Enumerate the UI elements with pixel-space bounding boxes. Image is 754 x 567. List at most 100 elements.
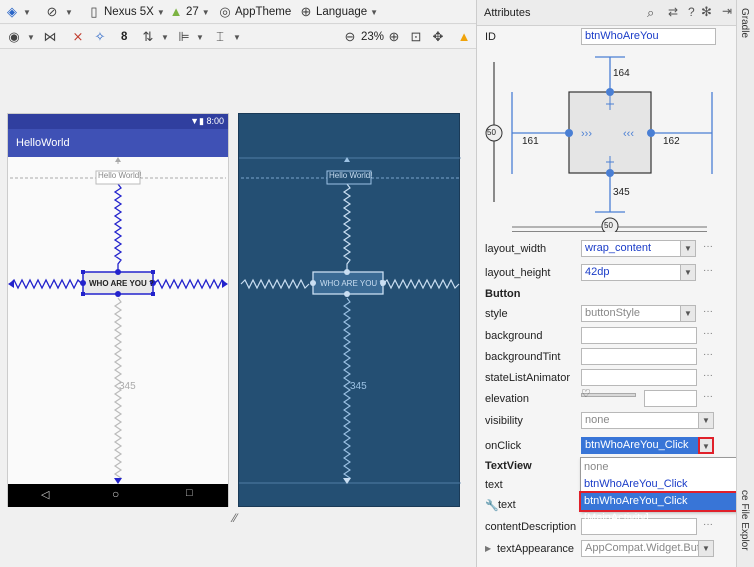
guidelines-caret[interactable]: ▼ [233, 33, 241, 42]
toggle-view-icon[interactable]: ⇄ [668, 5, 679, 19]
language-label: Language [316, 6, 368, 18]
design-toolbar-top: ◈ ▼ ⊘ ▼ ▯ Nexus 5X▼ ▲ 27▼ ◎ AppTheme ⊕ L… [0, 0, 476, 24]
backgroundtint-field[interactable] [581, 348, 697, 365]
id-field[interactable]: btnWhoAreYou [581, 28, 716, 45]
elevation-more[interactable]: ··· [703, 391, 713, 402]
horizontal-bias-value[interactable]: 50 [604, 221, 613, 230]
elevation-label: elevation [485, 393, 530, 405]
style-dropdown[interactable]: ▼ [680, 305, 696, 322]
back-icon: ◁ [41, 489, 50, 501]
margin-top-value[interactable]: 164 [613, 68, 630, 79]
margin-left-value[interactable]: 161 [522, 136, 539, 147]
layers-icon[interactable]: ◈ [7, 4, 17, 19]
visibility-label: visibility [485, 415, 523, 427]
expand-triangle-icon[interactable]: ▶ [485, 544, 492, 553]
background-more[interactable]: ··· [703, 328, 713, 339]
theme-icon: ◎ [219, 4, 231, 19]
margin-bottom-value[interactable]: 345 [613, 187, 630, 198]
elevation-field[interactable] [644, 390, 697, 407]
onclick-dropdown-list: none btnWhoAreYou_Click btnWhoAreYou_Cli… [579, 457, 753, 524]
autoconnect-icon[interactable]: ⋈ [43, 29, 57, 44]
device-file-explorer-tab[interactable]: ce File Explor [739, 490, 750, 551]
margin-right-value[interactable]: 162 [663, 136, 680, 147]
constraint-widget[interactable]: ››› ‹‹‹ [477, 52, 737, 232]
infer-constraints-icon[interactable]: ✧ [94, 29, 106, 44]
hello-world-text[interactable]: Hello World! [98, 171, 142, 180]
layers-dropdown-caret[interactable]: ▼ [23, 8, 31, 17]
statelistanimator-more[interactable]: ··· [703, 370, 713, 381]
onclick-option-handler-mainactivity[interactable]: btnWhoAreYou_Click [MainActivity] [579, 491, 753, 524]
device-label: Nexus 5X [104, 6, 154, 18]
clear-constraints-icon[interactable]: ⨯ [72, 29, 84, 44]
orientation-icon[interactable]: ⊘ [46, 4, 58, 19]
default-margin-value[interactable]: 8 [121, 31, 128, 43]
guidelines-icon[interactable]: ⌶ [216, 29, 224, 44]
zoom-in-icon[interactable]: ⊕ [388, 29, 400, 44]
layout-width-field[interactable]: wrap_content [581, 240, 681, 257]
contentdescription-field[interactable] [581, 518, 697, 535]
zoom-fit-icon[interactable]: ⊡ [410, 29, 422, 44]
visibility-dropdown[interactable]: ▼ [698, 412, 714, 429]
elevation-slider-thumb[interactable]: ♡ [581, 388, 591, 400]
statelistanimator-field[interactable] [581, 369, 697, 386]
warning-icon[interactable]: ▲ [457, 29, 471, 44]
background-field[interactable] [581, 327, 697, 344]
layout-height-more[interactable]: ··· [703, 265, 713, 276]
help-icon[interactable]: ? [688, 5, 695, 19]
text-label: text [485, 479, 503, 491]
gradle-tab[interactable]: Gradle [739, 8, 750, 39]
style-field[interactable]: buttonStyle [581, 305, 681, 322]
backgroundtint-more[interactable]: ··· [703, 349, 713, 360]
onclick-dropdown[interactable]: ▼ [698, 437, 714, 454]
textappearance-label: textAppearance [497, 543, 575, 555]
pack-icon[interactable]: ⇅ [142, 29, 154, 44]
textappearance-dropdown[interactable]: ▼ [698, 540, 714, 557]
elevation-slider[interactable] [581, 393, 636, 397]
onclick-option-handler[interactable]: btnWhoAreYou_Click [584, 478, 688, 490]
vertical-bias-value[interactable]: 50 [487, 128, 496, 137]
api-dropdown[interactable]: 27▼ [186, 6, 210, 18]
layout-height-dropdown[interactable]: ▼ [680, 264, 696, 281]
api-level-label: 27 [186, 6, 199, 18]
onclick-option-none[interactable]: none [584, 461, 609, 473]
blueprint-hello-world[interactable]: Hello World! [329, 171, 373, 180]
textview-section-title: TextView [485, 460, 532, 472]
eye-icon[interactable]: ◉ [8, 29, 20, 44]
language-dropdown[interactable]: Language▼ [316, 6, 379, 18]
layout-width-more[interactable]: ··· [703, 241, 713, 252]
pan-icon[interactable]: ✥ [432, 29, 444, 44]
style-label: style [485, 308, 508, 320]
layout-width-dropdown[interactable]: ▼ [680, 240, 696, 257]
layout-height-label: layout_height [485, 267, 551, 279]
navigation-bar: ◁ ○ □ [8, 484, 228, 507]
view-options-caret[interactable]: ▼ [27, 33, 35, 42]
blueprint-who-are-you-button[interactable]: WHO ARE YOU ? [320, 279, 384, 288]
onclick-label: onClick [485, 440, 522, 452]
layout-height-field[interactable]: 42dp [581, 264, 681, 281]
align-icon[interactable]: ⊫ [178, 29, 190, 44]
theme-button[interactable]: AppTheme [235, 6, 292, 18]
visibility-field[interactable]: none [581, 412, 699, 429]
design-toolbar-bottom: ◉ ▼ ⋈ ⨯ ✧ 8 ⇅ ▼ ⊫ ▼ ⌶ ▼ ⊖ 23% ⊕ ⊡ ✥ ▲ [0, 25, 476, 49]
onclick-field[interactable]: btnWhoAreYou_Click [581, 437, 699, 454]
orientation-caret[interactable]: ▼ [65, 8, 73, 17]
zoom-out-icon[interactable]: ⊖ [344, 29, 356, 44]
side-tool-strip: Gradle ce File Explor [736, 0, 754, 567]
hide-icon[interactable]: ⇥ [722, 4, 733, 18]
zoom-level: 23% [361, 31, 385, 43]
style-more[interactable]: ··· [703, 306, 713, 317]
app-bar-title: HelloWorld [8, 129, 228, 157]
resize-handle-icon[interactable]: ⁄⁄ [233, 511, 238, 525]
textappearance-field[interactable]: AppCompat.Widget.Butt [581, 540, 699, 557]
align-caret[interactable]: ▼ [196, 33, 204, 42]
search-icon[interactable]: ⌕ [647, 5, 655, 20]
who-are-you-button[interactable]: WHO ARE YOU ? [89, 279, 154, 288]
blueprint-view[interactable]: Hello World! WHO ARE YOU ? 345 [238, 113, 461, 507]
pack-caret[interactable]: ▼ [161, 33, 169, 42]
device-icon: ▯ [90, 4, 98, 19]
contentdescription-more[interactable]: ··· [703, 519, 713, 530]
home-icon: ○ [112, 487, 120, 501]
design-preview[interactable]: ▼▮ 8:00 HelloWorld Hello World! WHO ARE … [7, 113, 229, 507]
gear-icon[interactable]: ✻ [701, 4, 712, 19]
device-dropdown[interactable]: Nexus 5X▼ [104, 6, 165, 18]
